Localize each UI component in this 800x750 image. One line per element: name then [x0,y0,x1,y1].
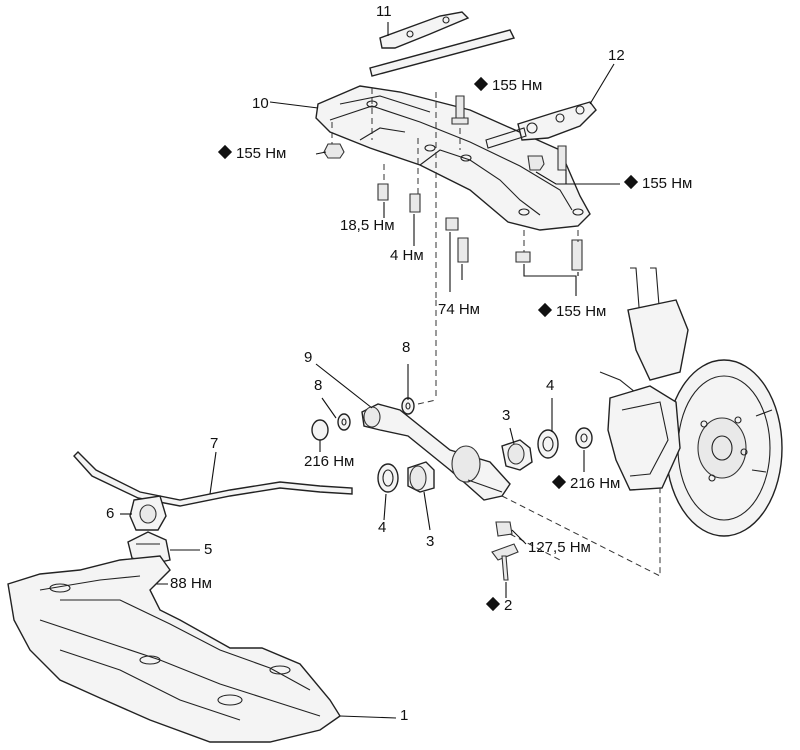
torque-4: 4 Нм [390,247,424,264]
part-label-1: 1 [400,707,409,724]
part-label-5: 5 [204,541,213,558]
steering-bracket [485,101,597,149]
crossmember [315,85,591,231]
torque-155-left: 155 Нм [217,144,286,162]
torque-216-right: 216 Нм [551,474,620,492]
diamond-icon [551,474,567,490]
diamond-icon [217,144,233,160]
torque-155-bottom: 155 Нм [537,302,606,320]
engine-undercover [7,555,397,743]
diamond-icon [537,302,553,318]
torque-74: 74 Нм [438,301,480,318]
strut-knuckle-assembly [599,267,783,537]
part-label-8-upper: 8 [402,339,411,356]
part-label-6: 6 [106,505,115,522]
part-label-9: 9 [304,349,313,366]
part-label-12: 12 [608,47,625,64]
torque-18-5: 18,5 Нм [340,217,395,234]
ball-joint-parts [491,521,519,581]
part-label-10: 10 [252,95,269,112]
lower-control-arm [361,403,511,501]
diamond-icon [473,76,489,92]
part-label-4-right: 4 [546,377,555,394]
part-label-4-left: 4 [378,519,387,536]
torque-216-left: 216 Нм [304,453,355,470]
torque-155-right: 155 Нм [623,174,692,192]
part-label-11: 11 [376,3,392,20]
torque-155-top: 155 Нм [473,76,542,94]
stabilizer-bar [73,451,353,507]
torque-88: 88 Нм [170,575,212,592]
crossmember-bolts [323,95,583,271]
part-label-3-left: 3 [426,533,435,550]
bushings [311,397,593,493]
part-label-3-right: 3 [502,407,511,424]
part-label-8-lower: 8 [314,377,323,394]
brace-bar [369,11,516,77]
diamond-icon [623,174,639,190]
part-label-7: 7 [210,435,219,452]
diamond-icon [485,596,501,612]
torque-127-5: 127,5 Нм [528,539,591,556]
part-label-2: 2 [485,596,512,614]
